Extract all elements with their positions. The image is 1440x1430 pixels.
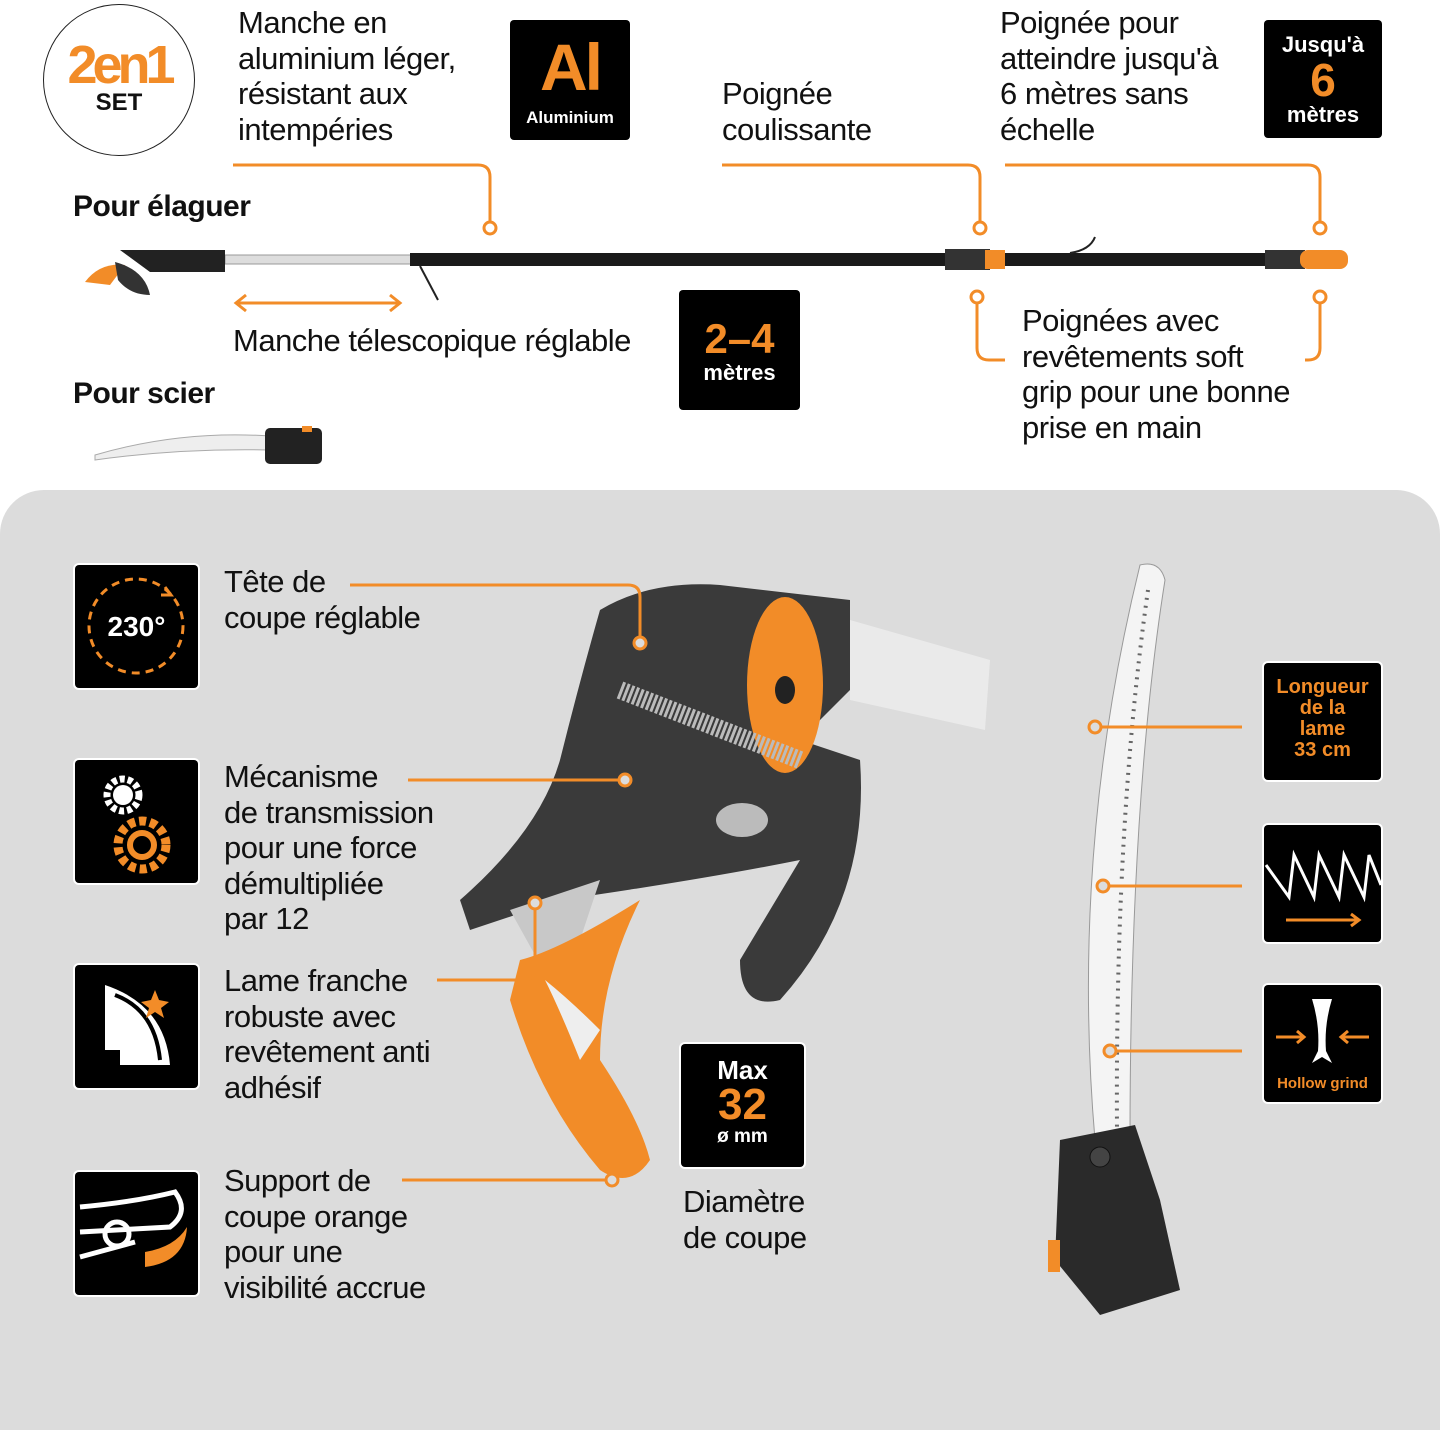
- text-line: échelle: [1000, 111, 1095, 147]
- small-saw: [94, 426, 322, 464]
- max-unit: ø mm: [717, 1126, 768, 1147]
- text-line: démultipliée: [224, 865, 384, 901]
- feature-text-anvil: Support de coupe orange pour une visibil…: [224, 1163, 426, 1305]
- text-line: aluminium léger,: [238, 40, 456, 76]
- text-line: Mécanisme: [224, 759, 378, 794]
- hollow-grind-label: Hollow grind: [1277, 1075, 1368, 1092]
- text-line: coulissante: [722, 111, 872, 147]
- text-line: grip pour une bonne: [1022, 374, 1291, 409]
- blade-icon: [75, 965, 198, 1088]
- text-line: revêtement anti: [224, 1034, 431, 1069]
- diameter-caption: Diamètre de coupe: [683, 1184, 807, 1255]
- text-line: atteindre jusqu'à: [1000, 40, 1219, 76]
- text-line: lame: [1299, 718, 1346, 740]
- text-line: pour une force: [224, 830, 417, 865]
- orange-anvil-icon: [75, 1172, 198, 1295]
- badge-set-text: SET: [95, 89, 143, 116]
- text-line: résistant aux: [238, 76, 408, 111]
- max-value: 32: [718, 1080, 767, 1129]
- text-line: intempéries: [238, 111, 393, 147]
- text-line: coupe orange: [224, 1198, 408, 1234]
- grip-text: Poignées avec revêtements soft grip pour…: [1022, 303, 1291, 445]
- pole: [85, 236, 1348, 301]
- two-in-one-badge: 2en1 SET: [43, 4, 195, 156]
- saw-heading: Pour scier: [73, 377, 215, 410]
- text-line: prise en main: [1022, 409, 1202, 445]
- text-line: Manche en: [238, 5, 387, 40]
- text-line: 33 cm: [1294, 739, 1351, 761]
- text-line: Lame franche: [224, 963, 408, 998]
- text-line: robuste avec: [224, 998, 396, 1034]
- text-line: par 12: [224, 901, 309, 936]
- text-line: Tête de: [224, 564, 326, 599]
- prune-heading: Pour élaguer: [73, 190, 251, 223]
- text-line: de transmission: [224, 794, 434, 830]
- text-line: adhésif: [224, 1069, 321, 1105]
- callout-lines: [233, 163, 1328, 362]
- sliding-handle-text: Poignée coulissante: [722, 76, 872, 147]
- aluminium-handle-text: Manche en aluminium léger, résistant aux…: [238, 5, 456, 147]
- length-value: 2–4: [704, 315, 775, 362]
- reach-value: 6: [1310, 54, 1336, 106]
- reach-top: Jusqu'à: [1281, 32, 1365, 57]
- blade-length-badge: Longueur de la lame 33 cm: [1264, 663, 1381, 780]
- aluminium-badge: Al Aluminium: [510, 20, 630, 140]
- badge-2en1-text: 2en1: [67, 35, 175, 95]
- text-line: Longueur: [1276, 676, 1369, 698]
- text-line: Diamètre: [683, 1184, 805, 1219]
- text-line: revêtements soft: [1022, 338, 1244, 374]
- text-line: pour une: [224, 1234, 343, 1269]
- text-line: Poignées avec: [1022, 303, 1219, 338]
- rotation-230-icon: 230°: [75, 565, 198, 688]
- reach-badge: Jusqu'à 6 mètres: [1264, 20, 1382, 138]
- max-label: Max: [717, 1055, 768, 1085]
- max-diameter-badge: Max 32 ø mm: [681, 1044, 804, 1167]
- reach-text: Poignée pour atteindre jusqu'à 6 mètres …: [1000, 5, 1219, 147]
- telescopic-text: Manche télescopique réglable: [233, 323, 631, 358]
- text-line: visibilité accrue: [224, 1269, 426, 1305]
- feature-text-mechanism: Mécanisme de transmission pour une force…: [224, 759, 434, 937]
- gears-icon: [75, 760, 198, 883]
- feature-text-blade: Lame franche robuste avec revêtement ant…: [224, 963, 431, 1105]
- feature-text-cutting-head: Tête de coupe réglable: [224, 564, 421, 635]
- text-line: Poignée: [722, 76, 833, 111]
- tooth-pattern-icon: [1264, 825, 1381, 942]
- text-line: de la: [1299, 697, 1346, 719]
- text-line: de coupe: [683, 1219, 807, 1255]
- text-line: Support de: [224, 1163, 371, 1198]
- length-badge: 2–4 mètres: [679, 290, 800, 410]
- feature-callout-lines: [350, 583, 1242, 1188]
- text-line: 6 mètres sans: [1000, 76, 1189, 111]
- al-label: Aluminium: [526, 108, 614, 127]
- al-symbol: Al: [540, 30, 603, 104]
- reach-unit: mètres: [1286, 102, 1360, 127]
- text-line: Poignée pour: [1000, 5, 1179, 40]
- pole-illustration: [85, 163, 1348, 464]
- text-line: coupe réglable: [224, 599, 421, 635]
- large-saw: [1048, 563, 1180, 1315]
- length-unit: mètres: [703, 360, 776, 385]
- rotation-value: 230°: [107, 611, 166, 642]
- hollow-grind-icon: Hollow grind: [1264, 985, 1381, 1102]
